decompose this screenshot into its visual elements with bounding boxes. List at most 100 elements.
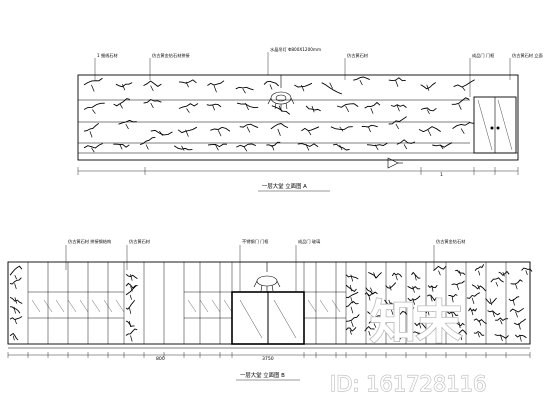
vein-branch xyxy=(451,295,454,303)
vein-stroke xyxy=(466,292,481,299)
vein-branch xyxy=(181,145,185,151)
vein-stroke xyxy=(321,82,342,95)
elevation-b-dimension-chain xyxy=(7,352,531,358)
vein-stroke xyxy=(178,79,197,84)
vein-stroke xyxy=(404,307,415,315)
vein-branch xyxy=(403,144,408,150)
vein-stroke xyxy=(83,122,100,132)
vein-branch xyxy=(245,102,249,111)
vein-branch xyxy=(14,318,17,325)
vein-branch xyxy=(438,270,441,276)
vein-branch xyxy=(489,298,492,306)
vein-branch xyxy=(518,322,521,330)
elevation-a-wall-outline xyxy=(77,74,519,161)
vein-stroke xyxy=(301,126,320,132)
vein-stroke xyxy=(453,79,475,88)
vein-stroke xyxy=(125,299,135,310)
vein-branch xyxy=(349,285,353,292)
vein-branch xyxy=(393,333,396,339)
vein-stroke xyxy=(451,280,465,286)
vein-branch xyxy=(278,105,283,112)
vein-stroke xyxy=(236,143,256,148)
callout-door-glass: 成品门 玻璃 xyxy=(298,238,320,245)
vein-branch xyxy=(412,286,415,293)
dimension-label: 3750 xyxy=(262,356,274,362)
vein-branch xyxy=(395,123,399,130)
vein-branch xyxy=(478,270,481,276)
vein-branch xyxy=(436,330,439,336)
dimension-label: 800 xyxy=(156,356,165,362)
vein-branch xyxy=(129,321,132,328)
vein-stroke xyxy=(294,82,313,88)
vein-branch xyxy=(515,311,518,318)
vein-branch xyxy=(370,287,373,292)
vein-stroke xyxy=(83,102,105,110)
vein-stroke xyxy=(427,284,438,289)
vein-stroke xyxy=(474,264,485,272)
vein-stroke xyxy=(510,279,523,285)
vein-branch xyxy=(130,335,133,342)
vein-stroke xyxy=(455,269,466,276)
vein-stroke xyxy=(452,122,474,129)
vein-branch xyxy=(14,297,18,304)
vein-stroke xyxy=(83,143,103,149)
vein-branch xyxy=(426,84,430,91)
vein-branch xyxy=(525,270,528,276)
glass-hatch xyxy=(331,299,341,313)
section-arrow-icon xyxy=(387,157,403,169)
vein-branch xyxy=(417,332,421,339)
vein-stroke xyxy=(432,319,447,326)
vein-stroke xyxy=(514,334,527,339)
glass-hatch xyxy=(31,299,41,313)
watermark: 知末 ID: 161728116 xyxy=(329,294,487,396)
vein-branch xyxy=(430,296,433,302)
vein-branch xyxy=(395,79,399,87)
elevation-a-leaders xyxy=(94,52,511,97)
marble-veining xyxy=(9,264,533,342)
vein-branch xyxy=(308,130,312,136)
vein-stroke xyxy=(207,80,225,86)
vein-branch xyxy=(460,128,465,134)
vein-stroke xyxy=(432,142,453,148)
vein-branch xyxy=(277,128,281,136)
vein-stroke xyxy=(143,80,162,87)
vein-stroke xyxy=(364,292,375,297)
vein-stroke xyxy=(266,141,281,147)
vein-branch xyxy=(408,311,411,316)
vein-stroke xyxy=(208,143,227,148)
vein-branch xyxy=(359,80,363,86)
elevation-a-dimension-chain xyxy=(77,167,519,175)
vein-branch xyxy=(395,275,398,281)
vein-branch xyxy=(458,104,462,110)
marble-veining xyxy=(83,76,475,153)
vein-branch xyxy=(349,329,352,335)
callout-steel-door-frame: 不锈钢门 门框 xyxy=(242,238,269,245)
vein-branch xyxy=(91,84,95,92)
vein-branch xyxy=(186,108,190,113)
vein-branch xyxy=(339,144,343,151)
glass-hatch xyxy=(199,299,209,313)
vein-branch xyxy=(396,105,400,112)
vein-branch xyxy=(311,105,315,113)
vein-branch xyxy=(14,283,17,290)
vein-stroke xyxy=(513,318,526,326)
vein-branch xyxy=(459,333,463,341)
callout-antique-stone: 仿古黄石材 xyxy=(129,238,150,245)
vein-branch xyxy=(451,311,454,319)
vein-branch xyxy=(389,285,392,291)
double-door xyxy=(473,96,517,154)
vein-stroke xyxy=(115,82,133,88)
vein-stroke xyxy=(473,318,487,325)
watermark-logo: 知末 xyxy=(370,295,462,349)
vein-branch xyxy=(271,144,275,151)
vein-branch xyxy=(471,310,474,316)
vein-stroke xyxy=(448,293,458,297)
vein-stroke xyxy=(420,107,437,112)
vein-branch xyxy=(150,85,154,92)
glass-hatch xyxy=(115,299,125,313)
vein-branch xyxy=(345,105,350,113)
vein-stroke xyxy=(10,306,21,314)
vein-branch xyxy=(129,307,132,314)
vein-stroke xyxy=(424,308,434,314)
